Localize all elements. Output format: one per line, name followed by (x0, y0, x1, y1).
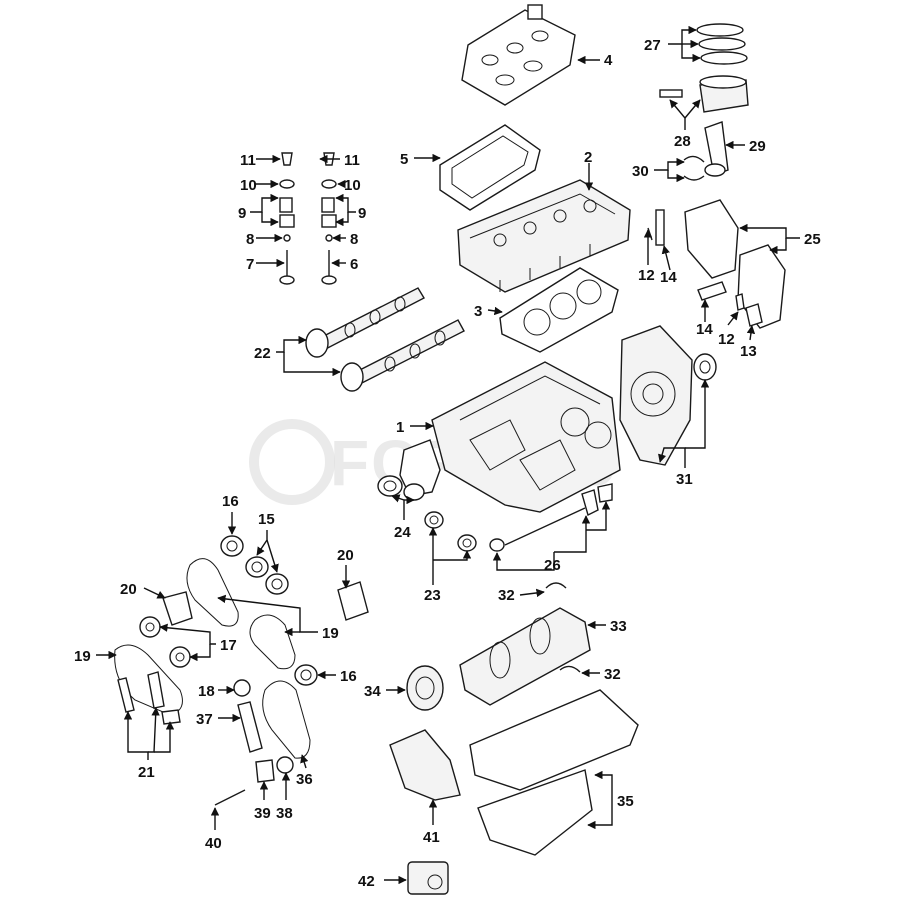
part-timing-cover[interactable] (619, 325, 717, 466)
callout-17[interactable]: 17 (220, 637, 237, 654)
callout-16-lower[interactable]: 16 (340, 668, 357, 685)
callout-13[interactable]: 13 (740, 343, 757, 360)
callout-labels: 4 5 2 3 1 11 11 10 10 9 9 8 8 7 6 22 24 … (74, 37, 821, 890)
callout-32-lower[interactable]: 32 (604, 666, 621, 683)
part-engine-block[interactable] (431, 361, 621, 513)
part-chain-guides[interactable] (117, 671, 181, 725)
callout-10-left[interactable]: 10 (240, 177, 257, 194)
callout-36[interactable]: 36 (296, 771, 313, 788)
callout-5[interactable]: 5 (400, 151, 408, 168)
part-crankshaft-assembly[interactable] (406, 582, 591, 711)
part-cover-gasket[interactable] (439, 124, 541, 211)
callout-20-left[interactable]: 20 (120, 581, 137, 598)
callout-16-upper[interactable]: 16 (222, 493, 239, 510)
part-gears[interactable] (139, 616, 191, 668)
part-cylinder-head[interactable] (457, 179, 631, 293)
callout-19-right[interactable]: 19 (322, 625, 339, 642)
callout-19-left[interactable]: 19 (74, 648, 91, 665)
callout-18[interactable]: 18 (198, 683, 215, 700)
callout-8-left[interactable]: 8 (246, 231, 254, 248)
callout-35[interactable]: 35 (617, 793, 634, 810)
callout-9-right[interactable]: 9 (358, 205, 366, 222)
part-lower-chain-drive[interactable] (214, 679, 311, 806)
part-sensors[interactable] (647, 209, 763, 327)
part-oil-pan[interactable] (469, 689, 639, 856)
callout-25[interactable]: 25 (804, 231, 821, 248)
callout-9-left[interactable]: 9 (238, 205, 246, 222)
part-oil-pump[interactable] (389, 729, 461, 801)
part-head-gasket[interactable] (499, 267, 619, 353)
part-sprockets[interactable] (220, 535, 318, 686)
part-filter-housing[interactable] (407, 861, 449, 895)
callout-41[interactable]: 41 (423, 829, 440, 846)
callout-39[interactable]: 39 (254, 805, 271, 822)
callout-7[interactable]: 7 (246, 256, 254, 273)
part-balance-shaft[interactable] (489, 483, 613, 552)
callout-42[interactable]: 42 (358, 873, 375, 890)
part-chain-tensioners[interactable] (162, 581, 369, 626)
part-piston-assembly[interactable] (659, 23, 749, 181)
callout-30[interactable]: 30 (632, 163, 649, 180)
callout-11-left[interactable]: 11 (240, 152, 256, 169)
callout-12-upper[interactable]: 12 (638, 267, 655, 284)
callout-6[interactable]: 6 (350, 256, 358, 273)
callout-10-right[interactable]: 10 (344, 177, 361, 194)
part-valve-covers[interactable] (684, 199, 786, 329)
callout-23[interactable]: 23 (424, 587, 441, 604)
part-camshafts[interactable] (305, 287, 465, 392)
callout-26[interactable]: 26 (544, 557, 561, 574)
callout-40[interactable]: 40 (205, 835, 222, 852)
callout-24[interactable]: 24 (394, 524, 411, 541)
callout-34[interactable]: 34 (364, 683, 381, 700)
callout-33[interactable]: 33 (610, 618, 627, 635)
callout-31[interactable]: 31 (676, 471, 693, 488)
callout-15[interactable]: 15 (258, 511, 275, 528)
part-valve-train[interactable] (279, 152, 337, 285)
callout-21[interactable]: 21 (138, 764, 155, 781)
callout-37[interactable]: 37 (196, 711, 213, 728)
callout-29[interactable]: 29 (749, 138, 766, 155)
callout-14-upper[interactable]: 14 (660, 269, 677, 286)
callout-28[interactable]: 28 (674, 133, 691, 150)
callout-38[interactable]: 38 (276, 805, 293, 822)
callout-14-lower[interactable]: 14 (696, 321, 713, 338)
callout-8-right[interactable]: 8 (350, 231, 358, 248)
callout-4[interactable]: 4 (604, 52, 613, 69)
callout-20-right[interactable]: 20 (337, 547, 354, 564)
callout-1[interactable]: 1 (396, 419, 404, 436)
callout-2[interactable]: 2 (584, 149, 592, 166)
callout-22[interactable]: 22 (254, 345, 271, 362)
part-cylinder-head-cover[interactable] (461, 4, 576, 106)
callout-32-upper[interactable]: 32 (498, 587, 515, 604)
callout-12-lower[interactable]: 12 (718, 331, 735, 348)
callout-3[interactable]: 3 (474, 303, 482, 320)
callout-11-right[interactable]: 11 (344, 152, 360, 169)
leader-lines (96, 25, 800, 885)
callout-27[interactable]: 27 (644, 37, 661, 54)
